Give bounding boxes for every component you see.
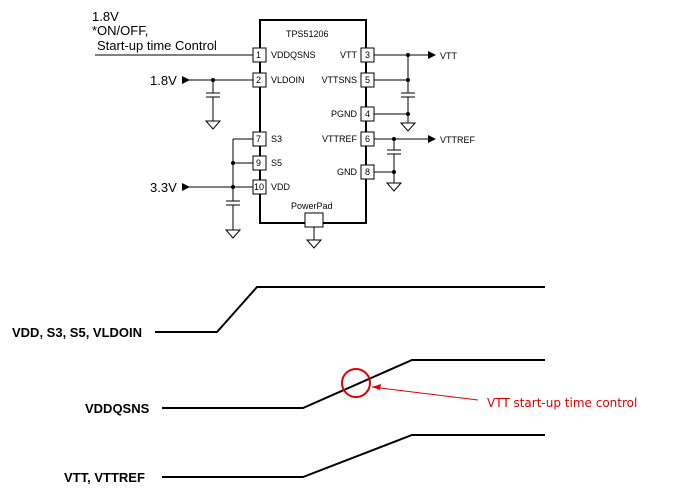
ground-icon bbox=[385, 182, 403, 192]
vtt-output-label: VTT bbox=[440, 51, 458, 61]
arrow-icon bbox=[428, 51, 436, 59]
vldoin-voltage: 1.8V bbox=[150, 73, 177, 88]
pin-num-9: 9 bbox=[256, 158, 261, 168]
pin-num-5: 5 bbox=[365, 75, 370, 85]
waveform-vddqsns bbox=[162, 359, 545, 409]
annotation-text: VTT start-up time control bbox=[487, 396, 637, 410]
ground-icon bbox=[204, 120, 222, 130]
pin-name-s3: S3 bbox=[271, 134, 282, 144]
arrow-icon bbox=[372, 384, 381, 390]
pin-name-vdd: VDD bbox=[271, 182, 291, 192]
pin-name-gnd: GND bbox=[337, 167, 358, 177]
pin-num-4: 4 bbox=[365, 109, 370, 119]
pin-name-pgnd: PGND bbox=[331, 109, 358, 119]
signal-label-vtt: VTT, VTTREF bbox=[64, 470, 145, 485]
pin-num-2: 2 bbox=[256, 75, 261, 85]
arrow-icon bbox=[182, 76, 190, 84]
pin-name-vldoin: VLDOIN bbox=[271, 75, 305, 85]
pin-name-vddqsns: VDDQSNS bbox=[271, 50, 316, 60]
junction-dot bbox=[231, 161, 235, 165]
arrow-icon bbox=[428, 135, 436, 143]
pin-num-3: 3 bbox=[365, 50, 370, 60]
note-onoff: *ON/OFF, bbox=[92, 23, 148, 38]
signal-label-vddqsns: VDDQSNS bbox=[85, 401, 150, 416]
vdd-voltage: 3.3V bbox=[150, 180, 177, 195]
pin-name-vtt: VTT bbox=[340, 50, 358, 60]
pin-name-vttsns: VTTSNS bbox=[321, 75, 357, 85]
pin-num-8: 8 bbox=[365, 167, 370, 177]
pin-num-1: 1 bbox=[256, 50, 261, 60]
waveform-vdd bbox=[155, 286, 545, 333]
pin-num-10: 10 bbox=[254, 182, 264, 192]
arrow-icon bbox=[182, 183, 190, 191]
ground-icon bbox=[399, 122, 417, 132]
ic-name: TPS51206 bbox=[286, 29, 329, 39]
waveform-vtt bbox=[162, 434, 545, 478]
pin-num-7: 7 bbox=[256, 134, 261, 144]
powerpad-label: PowerPad bbox=[291, 201, 333, 211]
annotation-leader bbox=[371, 386, 479, 401]
pin-num-6: 6 bbox=[365, 134, 370, 144]
ic-body bbox=[259, 19, 367, 224]
powerpad-box bbox=[304, 212, 324, 228]
vttref-output-label: VTTREF bbox=[440, 135, 476, 145]
pin-name-s5: S5 bbox=[271, 158, 282, 168]
ground-icon bbox=[224, 229, 242, 239]
highlight-circle bbox=[341, 368, 371, 398]
pin-name-vttref: VTTREF bbox=[322, 134, 358, 144]
note-startup: Start-up time Control bbox=[97, 38, 217, 53]
signal-label-vdd: VDD, S3, S5, VLDOIN bbox=[12, 325, 142, 340]
junction-dot bbox=[406, 78, 410, 82]
note-1v8: 1.8V bbox=[92, 9, 119, 24]
ground-icon bbox=[305, 239, 323, 249]
